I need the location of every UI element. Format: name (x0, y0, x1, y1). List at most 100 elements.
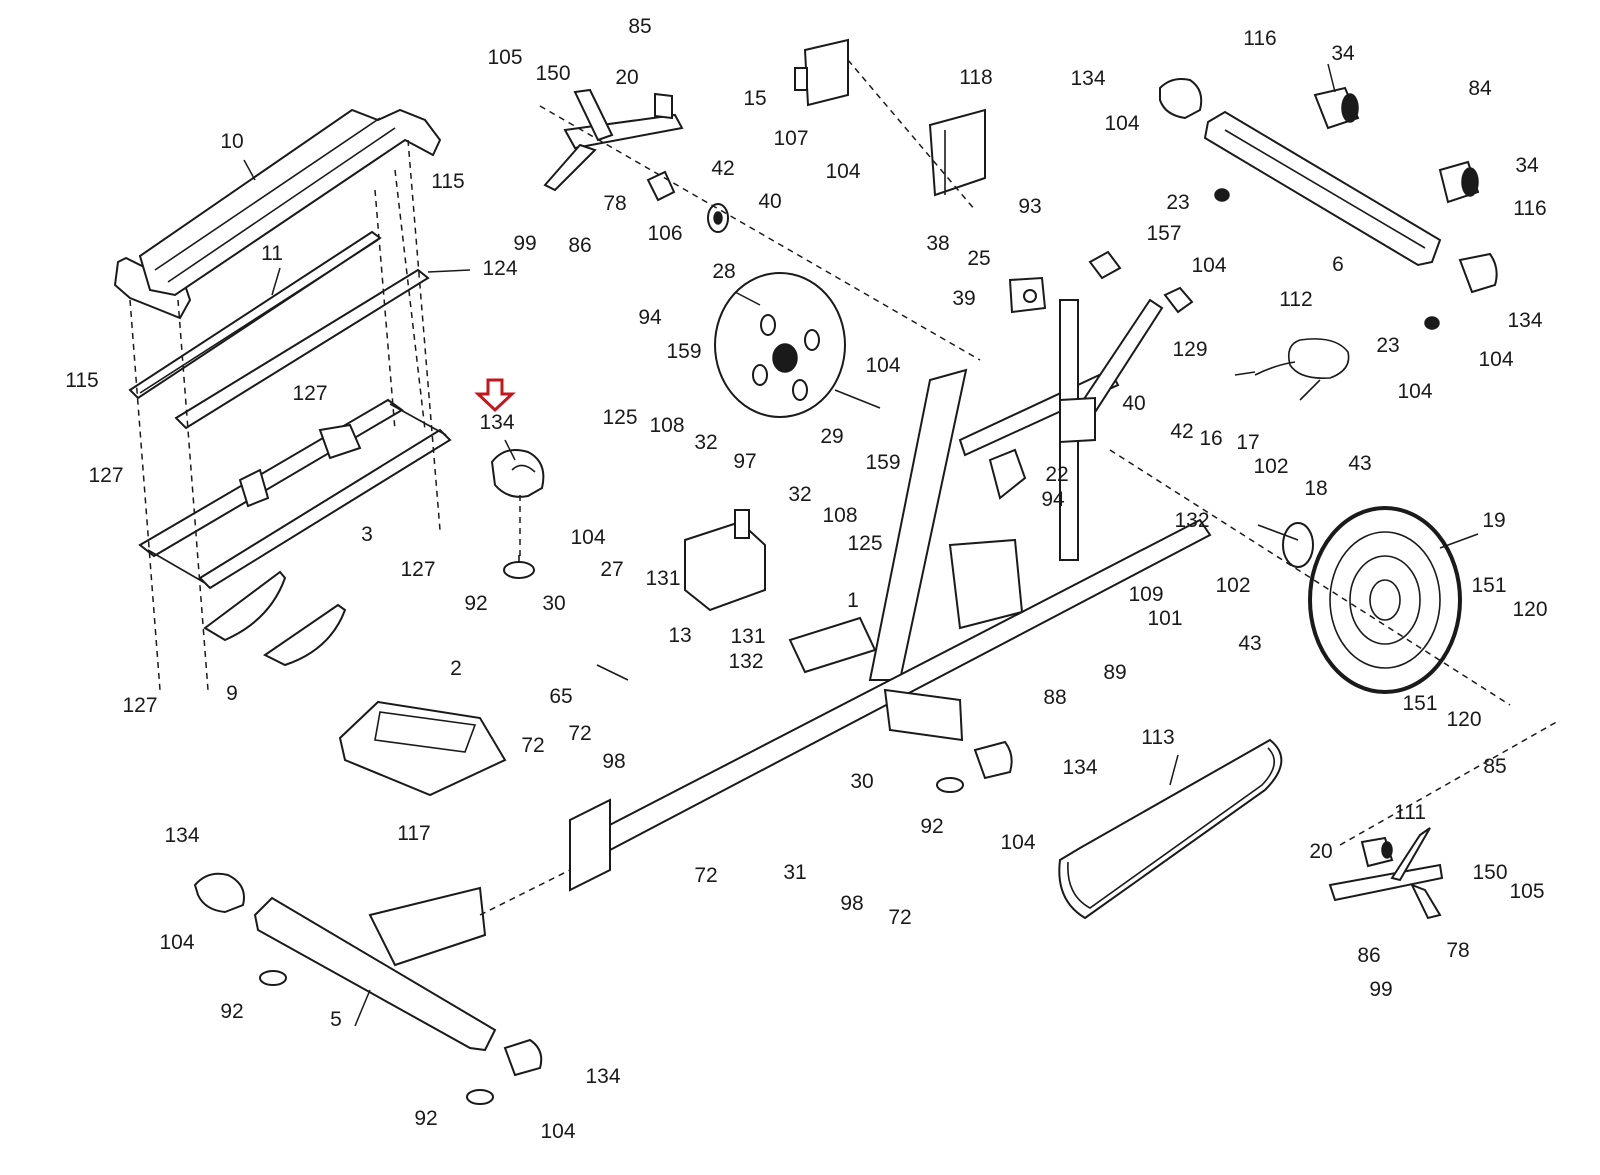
assembly-line-flywheel (1109, 449, 1511, 706)
callout-part-43: 43 (1348, 452, 1371, 475)
callout-part-104: 104 (159, 931, 194, 954)
callout-part-159: 159 (865, 451, 900, 474)
part-28-pulley (714, 272, 846, 418)
callout-part-17: 17 (1236, 431, 1259, 454)
callout-labels: 1011115124115127127312791271341049210515… (65, 15, 1547, 1143)
callout-part-112: 112 (1279, 288, 1312, 311)
part-10-seat-rail-cover (113, 108, 442, 320)
callout-part-29: 29 (820, 425, 843, 448)
callout-part-125: 125 (602, 406, 637, 429)
callout-part-104: 104 (540, 1120, 575, 1143)
part-134-front-end-caps (193, 740, 1013, 1077)
callout-part-106: 106 (647, 222, 682, 245)
callout-part-23: 23 (1166, 191, 1189, 214)
callout-part-15: 15 (743, 87, 766, 110)
callout-part-157: 157 (1146, 222, 1181, 245)
callout-part-72: 72 (568, 722, 591, 745)
callout-part-104: 104 (1000, 831, 1035, 854)
callout-part-88: 88 (1043, 686, 1066, 709)
callout-part-31: 31 (783, 861, 806, 884)
callout-part-40: 40 (1122, 392, 1145, 415)
callout-part-65: 65 (549, 685, 572, 708)
callout-part-32: 32 (694, 431, 717, 454)
callout-part-10: 10 (220, 130, 243, 153)
part-124-tube (174, 268, 430, 430)
callout-part-89: 89 (1103, 661, 1126, 684)
callout-part-104: 104 (570, 526, 605, 549)
callout-part-107: 107 (773, 127, 808, 150)
part-92-front-levelers (259, 777, 964, 1105)
callout-part-113: 113 (1141, 726, 1174, 749)
callout-part-150: 150 (535, 62, 570, 85)
part-111-roller (1360, 836, 1394, 868)
part-18-hub (1257, 522, 1314, 568)
callout-part-11: 11 (261, 242, 283, 265)
callout-part-72: 72 (888, 906, 911, 929)
callout-part-98: 98 (840, 892, 863, 915)
callout-part-13: 13 (668, 624, 691, 647)
callout-part-120: 120 (1512, 598, 1547, 621)
callout-part-108: 108 (822, 504, 857, 527)
part-22-tension-bracket (948, 448, 1027, 630)
callout-part-92: 92 (464, 592, 487, 615)
callout-part-99: 99 (1369, 978, 1392, 1001)
callout-part-111: 111 (1394, 801, 1426, 824)
callout-part-99: 99 (513, 232, 536, 255)
part-113-drive-belt (1058, 738, 1283, 920)
part-11-rail (128, 230, 382, 400)
part-20-idler-arm (543, 88, 684, 192)
callout-part-105: 105 (487, 46, 522, 69)
callout-part-6: 6 (1332, 253, 1344, 276)
callout-part-30: 30 (850, 770, 873, 793)
callout-part-2: 2 (450, 657, 462, 680)
part-13-resistance-module (684, 509, 766, 612)
callout-part-102: 102 (1253, 455, 1288, 478)
part-2-shroud (338, 700, 507, 797)
callout-part-151: 151 (1471, 574, 1506, 597)
part-20-lower-idler-arm (1328, 827, 1444, 920)
callout-part-104: 104 (865, 354, 900, 377)
callout-part-104: 104 (1397, 380, 1432, 403)
callout-part-92: 92 (220, 1000, 243, 1023)
callout-part-19: 19 (1482, 509, 1505, 532)
part-40-bearing (707, 203, 729, 233)
callout-part-117: 117 (397, 822, 430, 845)
callout-part-32: 32 (788, 483, 811, 506)
callout-part-127: 127 (88, 464, 123, 487)
callout-part-109: 109 (1128, 583, 1163, 606)
callout-part-92: 92 (414, 1107, 437, 1130)
part-15-circuit-board (794, 38, 849, 107)
callout-part-9: 9 (226, 682, 238, 705)
callout-part-16: 16 (1199, 427, 1222, 450)
callout-part-105: 105 (1509, 880, 1544, 903)
assembly-line-lower (1339, 719, 1561, 846)
callout-part-134: 134 (1507, 309, 1542, 332)
part-29-axle (834, 389, 881, 409)
callout-part-132: 132 (1174, 509, 1209, 532)
callout-part-22: 22 (1045, 463, 1068, 486)
callout-part-85: 85 (1483, 755, 1506, 778)
callout-part-78: 78 (603, 192, 626, 215)
callout-part-129: 129 (1172, 338, 1207, 361)
callout-part-134: 134 (585, 1065, 620, 1088)
callout-part-102: 102 (1215, 574, 1250, 597)
assembly-line-front (479, 869, 571, 916)
part-1-main-frame (569, 298, 1212, 892)
callout-part-84: 84 (1468, 77, 1492, 100)
part-6-rear-stabilizer (1203, 110, 1442, 267)
callout-part-5: 5 (330, 1008, 342, 1031)
callout-part-92: 92 (920, 815, 943, 838)
part-134-rear-end-caps (1159, 78, 1498, 294)
callout-part-134: 134 (164, 824, 199, 847)
callout-part-115: 115 (65, 369, 98, 392)
callout-part-78: 78 (1446, 939, 1469, 962)
callout-part-1: 1 (847, 589, 859, 612)
callout-part-118: 118 (959, 66, 992, 89)
callout-part-104: 104 (1191, 254, 1226, 277)
callout-part-27: 27 (600, 558, 623, 581)
callout-part-127: 127 (122, 694, 157, 717)
callout-part-94: 94 (638, 306, 662, 329)
callout-part-20: 20 (615, 66, 638, 89)
part-65-axle (596, 664, 629, 681)
